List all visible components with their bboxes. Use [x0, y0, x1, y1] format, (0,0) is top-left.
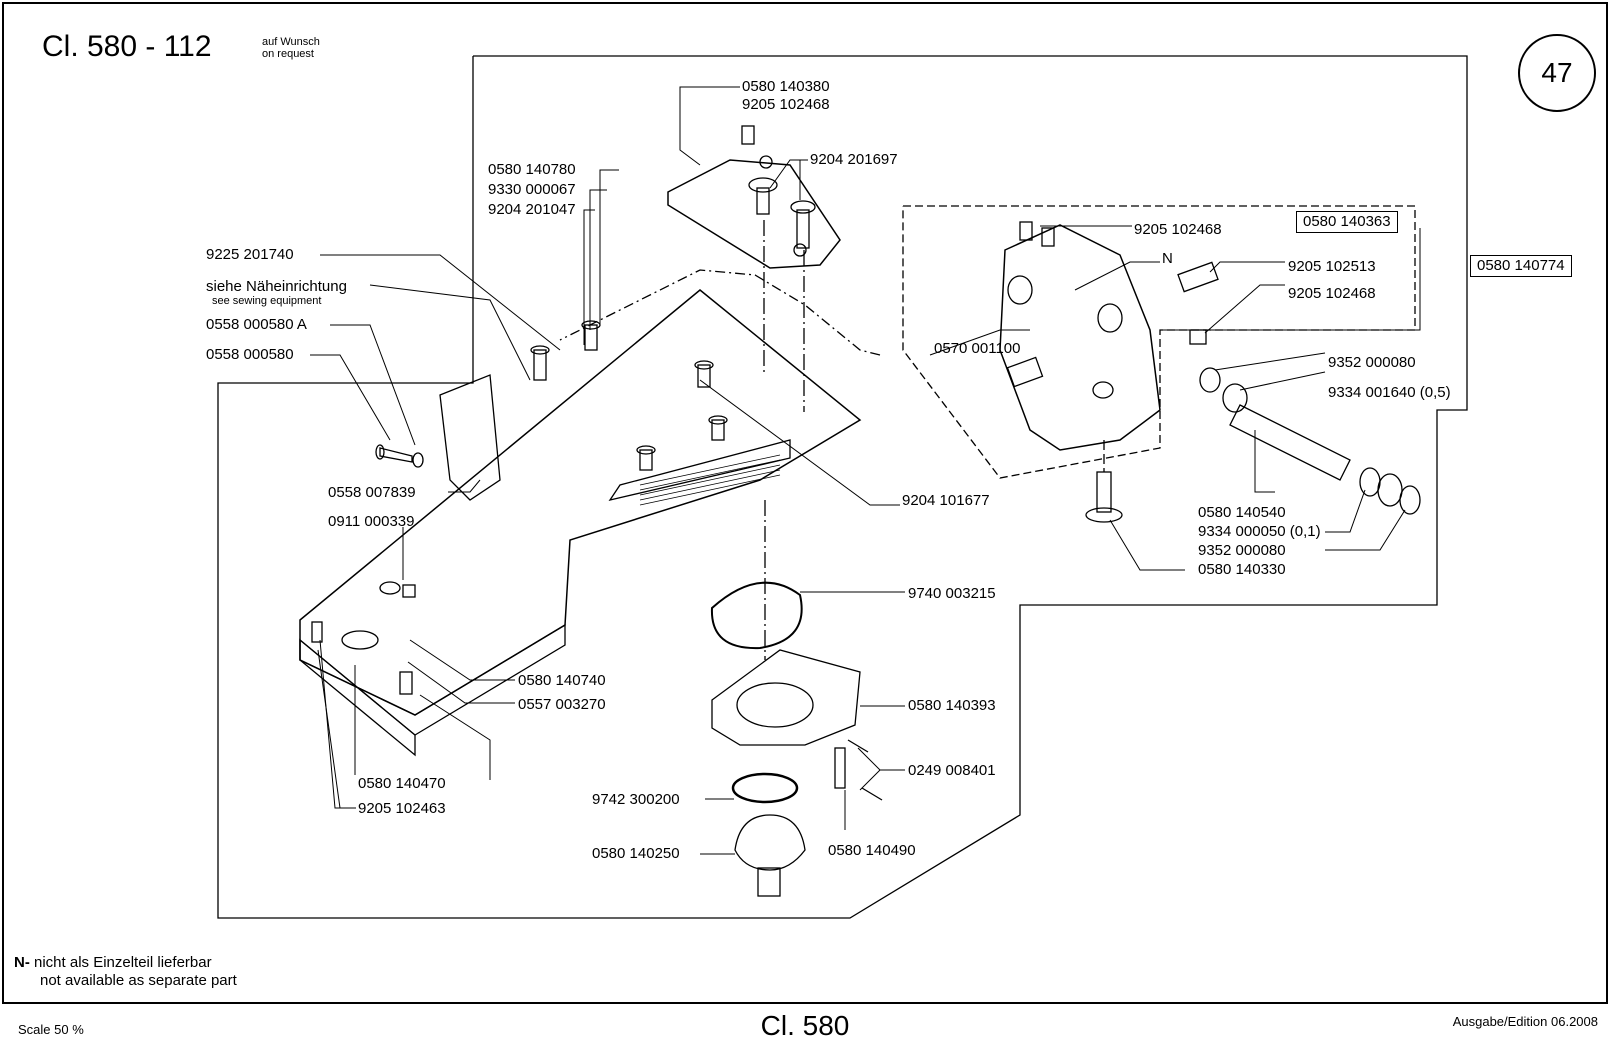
upper-bracket [667, 159, 841, 269]
part-label: 0580 140490 [828, 842, 916, 859]
footnote-text-en: not available as separate part [40, 972, 237, 989]
part-label: 9334 000050 (0,1) [1198, 523, 1321, 540]
part-label-n-marker: N [1162, 250, 1173, 267]
part-label: 0558 007839 [328, 484, 416, 501]
part-label: 9205 102468 [1288, 285, 1376, 302]
part-label: 0557 003270 [518, 696, 606, 713]
part-label: 9352 000080 [1198, 542, 1286, 559]
part-label-see-sewing-sub: see sewing equipment [212, 295, 322, 307]
part-number: 9334 000050 [1198, 523, 1286, 540]
part-label: 9205 102463 [358, 800, 446, 817]
part-label: 9204 101677 [902, 492, 990, 509]
part-label-boxed: 0580 140363 [1296, 211, 1398, 233]
part-label: 9352 000080 [1328, 354, 1416, 371]
page-title: Cl. 580 - 112 [42, 30, 212, 63]
scale-label: Scale 50 % [18, 1022, 84, 1037]
part-label: 9204 201047 [488, 201, 576, 218]
feed-dog-area [608, 439, 791, 502]
part-label: 0911 000339 [328, 513, 415, 530]
part-label: 0558 000580 A [206, 316, 307, 333]
part-label: 9205 102468 [742, 96, 830, 113]
part-label: 0580 140330 [1198, 561, 1286, 578]
part-label: 0580 140380 [742, 78, 830, 95]
needle-plate-housing [711, 649, 861, 746]
part-label: 0580 140250 [592, 845, 680, 862]
model-label: Cl. 580 [760, 1010, 850, 1041]
footnote-marker: N- [14, 954, 30, 971]
part-label-see-sewing-equipment: siehe Näheinrichtung see sewing equipmen… [206, 278, 347, 307]
part-label: 0580 140540 [1198, 504, 1286, 521]
request-note-de: auf Wunsch [262, 36, 320, 48]
part-label: 0249 008401 [908, 762, 996, 779]
base-plate [299, 289, 862, 716]
edition-label: Ausgabe/Edition 06.2008 [1452, 1014, 1598, 1029]
request-note-en: on request [262, 48, 314, 60]
part-label: 9225 201740 [206, 246, 294, 263]
part-label: 0580 140393 [908, 697, 996, 714]
part-label: 0570 001100 [934, 340, 1021, 357]
part-label: 0580 140740 [518, 672, 606, 689]
part-label: 0580 140470 [358, 775, 446, 792]
part-label: 9334 001640 (0,5) [1328, 384, 1451, 401]
page-number-badge: 47 [1518, 34, 1596, 112]
part-label: 0580 140780 [488, 161, 576, 178]
part-label: 9205 102513 [1288, 258, 1376, 275]
request-note: auf Wunsch on request [262, 36, 320, 60]
part-label: 9205 102468 [1134, 221, 1222, 238]
part-shim-size: (0,1) [1289, 523, 1321, 540]
part-label: 9742 300200 [592, 791, 680, 808]
footnote-text-de: nicht als Einzelteil lieferbar [34, 954, 212, 971]
part-label: 9204 201697 [810, 151, 898, 168]
part-label-see-sewing-main: siehe Näheinrichtung [206, 278, 347, 295]
part-label: 9330 000067 [488, 181, 576, 198]
footnote: N- nicht als Einzelteil lieferbar not av… [14, 954, 237, 990]
part-label-boxed: 0580 140774 [1470, 255, 1572, 277]
part-label: 0558 000580 [206, 346, 294, 363]
part-label: 9740 003215 [908, 585, 996, 602]
